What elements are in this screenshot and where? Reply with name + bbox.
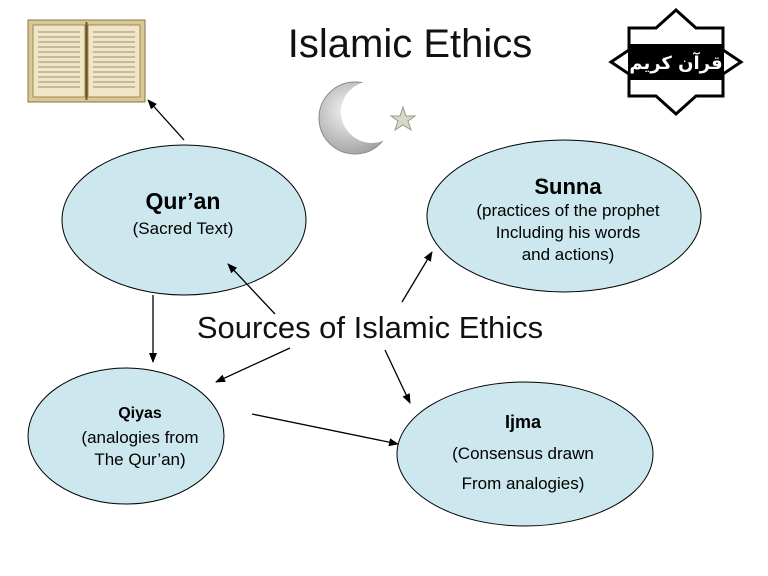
quran-calligraphy-logo: قرآن كريم xyxy=(608,7,744,117)
ijma-line-2: From analogies) xyxy=(461,474,585,493)
qiyas-line-1: (analogies from xyxy=(81,428,199,447)
svg-text:قرآن كريم: قرآن كريم xyxy=(629,51,722,74)
quran-subtitle: (Sacred Text) xyxy=(132,219,234,238)
arrow-center-to-quran xyxy=(227,263,276,315)
sunna-node-text: Sunna (practices of the prophet Includin… xyxy=(438,174,698,266)
sunna-line-3: and actions) xyxy=(521,245,615,264)
qiyas-title: Qiyas xyxy=(118,405,162,422)
qiyas-node xyxy=(27,367,225,505)
ijma-node xyxy=(396,381,654,527)
sunna-line-1: (practices of the prophet xyxy=(476,201,660,220)
qiyas-line-2: The Qur’an) xyxy=(94,450,186,469)
quran-title: Qur’an xyxy=(145,188,221,214)
arrow-center-to-ijma xyxy=(384,349,411,404)
sunna-node xyxy=(426,139,702,293)
sunna-title: Sunna xyxy=(534,174,602,199)
sunna-line-2: Including his words xyxy=(495,223,641,242)
arrow-quran-to-book xyxy=(147,99,185,141)
arrow-qiyas-to-ijma xyxy=(251,413,399,447)
page-title: Islamic Ethics xyxy=(287,22,533,66)
ijma-line-1: (Consensus drawn xyxy=(452,444,594,463)
quran-node-text: Qur’an (Sacred Text) xyxy=(58,188,308,239)
qiyas-node-text: Qiyas (analogies from The Qur’an) xyxy=(30,405,250,471)
quran-book-image xyxy=(27,19,146,103)
crescent-star-icon xyxy=(318,81,417,155)
arrow-center-to-sunna xyxy=(401,251,433,303)
quran-node xyxy=(61,144,307,296)
arrow-center-to-qiyas xyxy=(215,347,291,383)
center-label: Sources of Islamic Ethics xyxy=(196,310,544,345)
ijma-title: Ijma xyxy=(504,412,542,432)
ijma-node-text: Ijma (Consensus drawn From analogies) xyxy=(398,412,648,499)
